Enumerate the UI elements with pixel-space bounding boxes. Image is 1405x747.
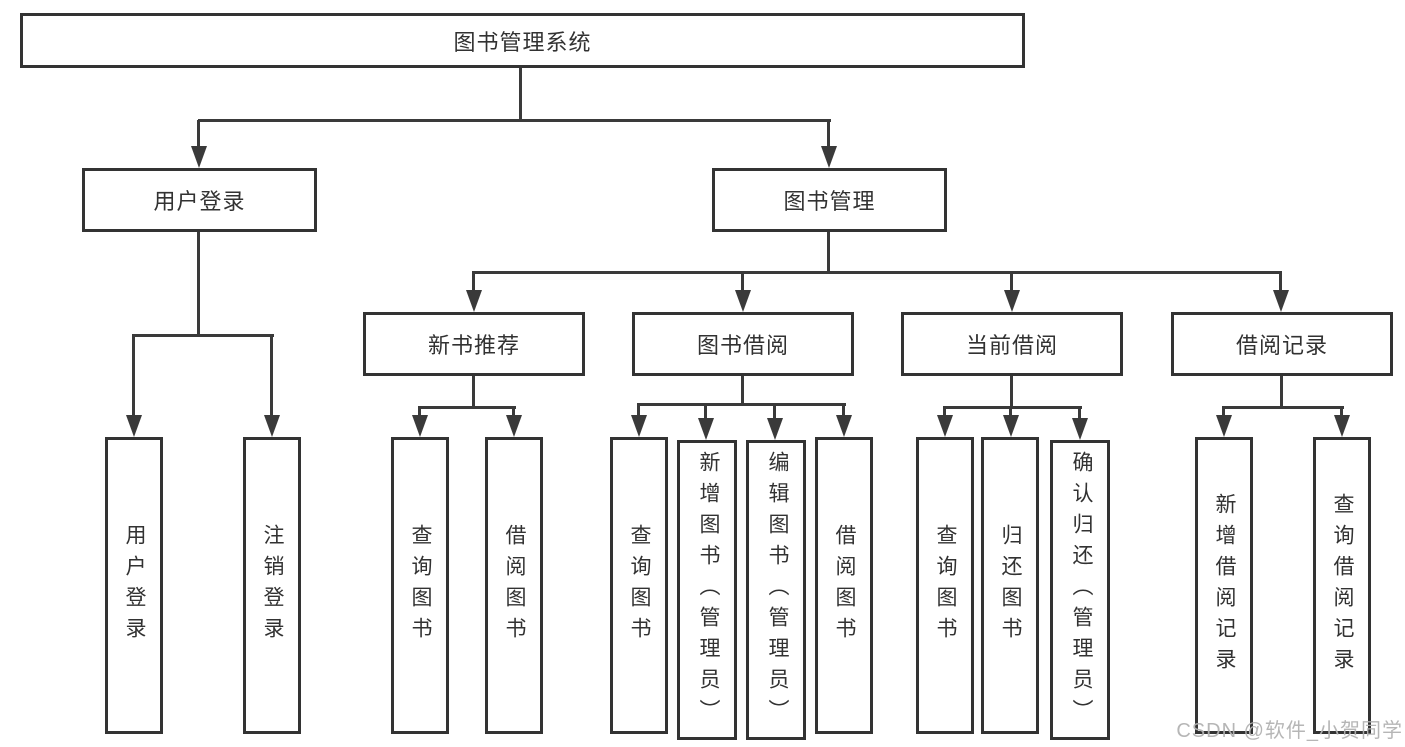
node-current-return-books: 归还图书 [981,437,1039,734]
arrow-to-recommend-query [412,408,428,437]
arrow-to-user-login-action [126,335,142,437]
node-borrowing-query-books: 查询图书 [610,437,668,734]
node-root-library-system: 图书管理系统 [20,13,1025,68]
node-current-borrowing: 当前借阅 [901,312,1123,376]
node-user-login-action: 用户登录 [105,437,163,734]
arrow-to-borrowing-edit [767,405,783,440]
node-borrowing-borrow-books: 借阅图书 [815,437,873,734]
arrow-to-borrowing-records [1273,272,1289,312]
arrow-to-records-add [1216,408,1232,437]
arrow-to-recommend-borrow [506,408,522,437]
book-management-branch-line [472,271,1282,274]
user-login-trunk-line [197,232,200,337]
node-current-confirm-return-admin: 确认归还（管理员） [1050,440,1110,740]
root-trunk-line [519,68,522,120]
node-new-book-recommend: 新书推荐 [363,312,585,376]
records-branch-line [1222,406,1344,409]
node-user-login-module: 用户登录 [82,168,317,232]
borrowing-trunk-line [741,376,744,406]
arrow-to-current-confirm [1072,408,1088,440]
current-trunk-line [1010,376,1013,409]
arrow-to-current-return [1003,408,1019,437]
node-borrowing-records: 借阅记录 [1171,312,1393,376]
arrow-to-records-query [1334,408,1350,437]
recommend-branch-line [418,406,516,409]
user-login-branch-line [132,334,274,337]
root-branch-line [198,119,831,122]
arrow-to-borrowing-query [631,405,647,437]
csdn-watermark: CSDN @软件_小贺同学 [1176,720,1403,742]
node-borrowing-add-books-admin: 新增图书（管理员） [677,440,737,740]
arrow-to-borrowing-borrow [836,405,852,437]
node-book-borrowing: 图书借阅 [632,312,854,376]
arrow-to-new-book-recommend [466,272,482,312]
node-borrowing-edit-books-admin: 编辑图书（管理员） [746,440,806,740]
arrow-to-borrowing-add [698,405,714,440]
arrow-to-logout-action [264,335,280,437]
current-branch-line [943,406,1082,409]
node-recommend-borrow-books: 借阅图书 [485,437,543,734]
node-current-query-books: 查询图书 [916,437,974,734]
arrow-to-book-management [821,120,837,168]
arrow-to-book-borrowing [735,272,751,312]
node-book-management-module: 图书管理 [712,168,947,232]
arrow-to-user-login [191,120,207,168]
node-logout-action: 注销登录 [243,437,301,734]
records-trunk-line [1280,376,1283,409]
arrow-to-current-query [937,408,953,437]
book-management-trunk-line [827,232,830,274]
arrow-to-current-borrowing [1004,272,1020,312]
node-recommend-query-books: 查询图书 [391,437,449,734]
recommend-trunk-line [472,376,475,409]
borrowing-branch-line [637,403,846,406]
node-records-query-record: 查询借阅记录 [1313,437,1371,734]
node-records-add-record: 新增借阅记录 [1195,437,1253,734]
